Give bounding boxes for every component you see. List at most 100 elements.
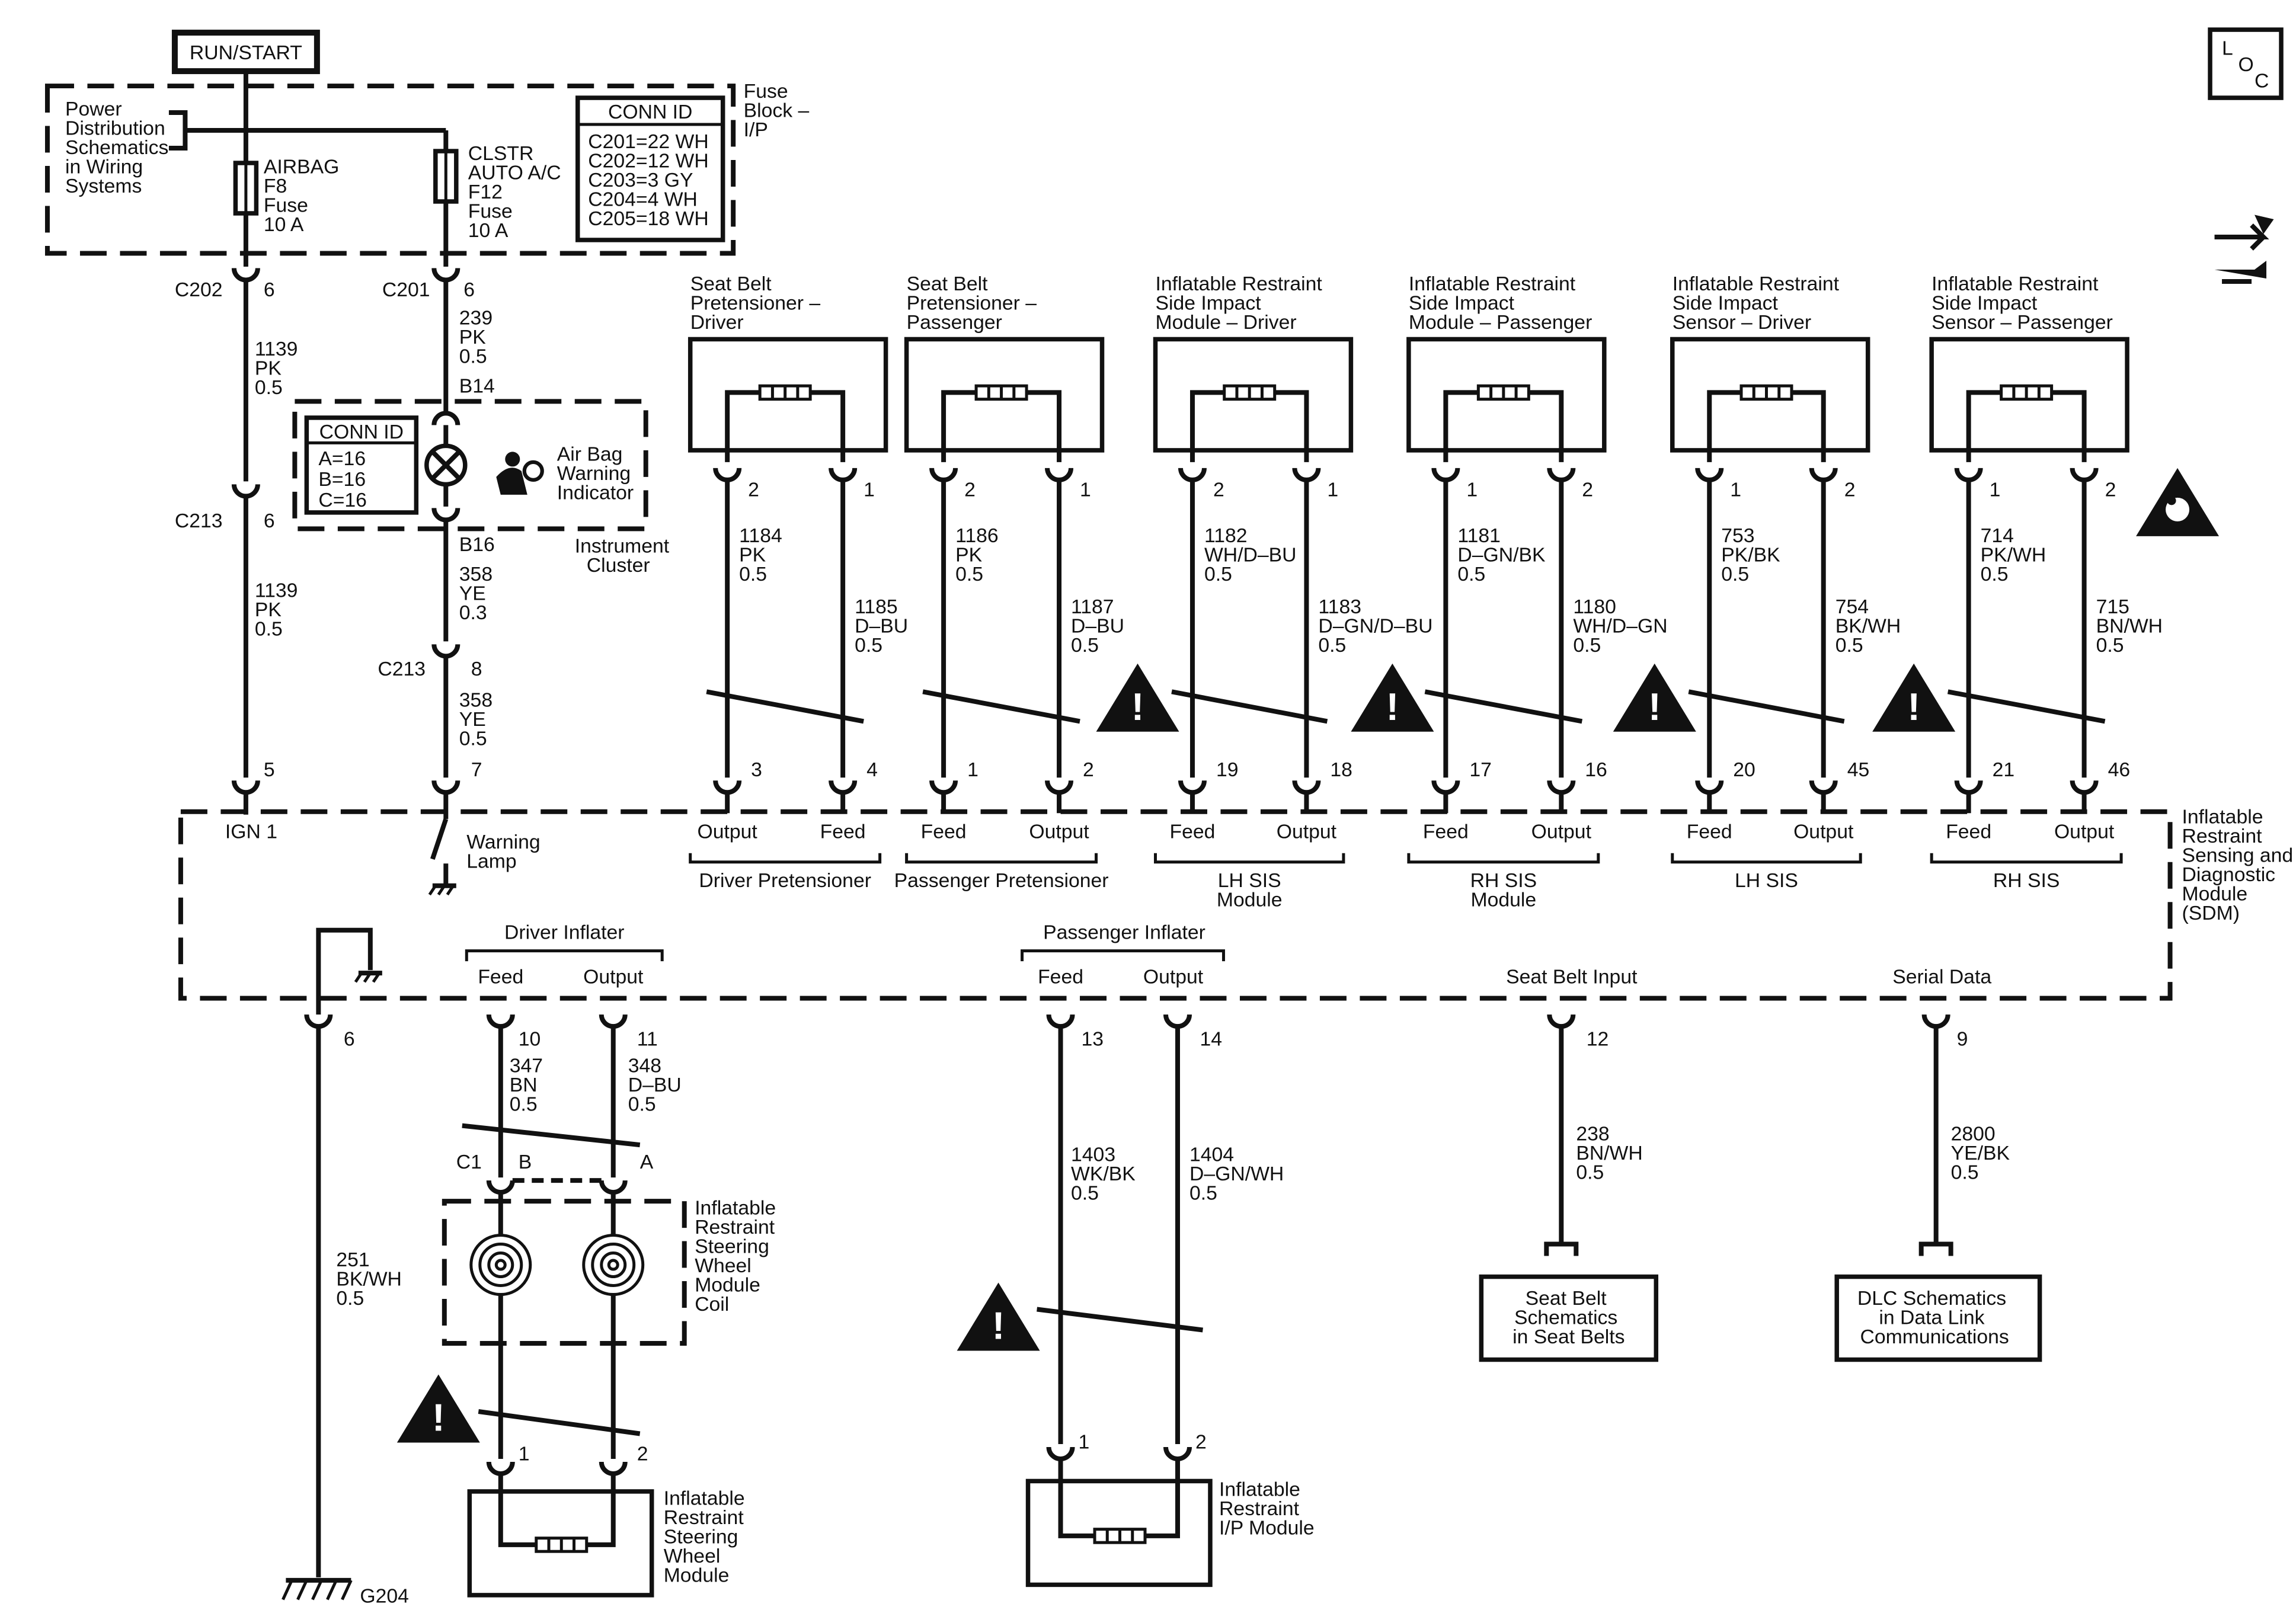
- svg-text:Feed: Feed: [1946, 821, 1991, 843]
- sdm-group-label: LH SIS: [1735, 869, 1798, 892]
- fuse-block-label: Fuse Block – I/P: [744, 80, 815, 141]
- wire-348: 348 D–BU 0.5: [628, 1055, 687, 1116]
- svg-text:1: 1: [1080, 478, 1091, 501]
- fuse-block: Power Distribution Schematics in Wiring …: [44, 80, 815, 256]
- warning-icon: [1096, 663, 1179, 732]
- svg-text:B: B: [519, 1151, 532, 1173]
- svg-text:C204=4 WH: C204=4 WH: [588, 188, 698, 211]
- driver-inflater-group: Driver Inflater Feed Output: [465, 921, 664, 988]
- c213-label-a: C213: [175, 510, 223, 532]
- svg-text:1: 1: [519, 1442, 530, 1465]
- svg-text:C205=18 WH: C205=18 WH: [588, 207, 708, 230]
- svg-text:1: 1: [1327, 478, 1338, 501]
- svg-text:O: O: [2239, 53, 2254, 76]
- airbag-fuse: AIRBAG F8 Fuse 10 A: [233, 156, 339, 236]
- svg-text:18: 18: [1330, 758, 1352, 781]
- svg-text:2: 2: [1582, 478, 1593, 501]
- svg-text:19: 19: [1216, 758, 1239, 781]
- svg-text:C: C: [2255, 70, 2269, 92]
- svg-text:Output: Output: [1793, 821, 1854, 843]
- svg-text:21: 21: [1993, 758, 2015, 781]
- svg-text:Output: Output: [1531, 821, 1592, 843]
- svg-text:2: 2: [964, 478, 976, 501]
- svg-text:20: 20: [1733, 758, 1755, 781]
- svg-text:46: 46: [2108, 758, 2131, 781]
- svg-text:2: 2: [748, 478, 759, 501]
- svg-text:Feed: Feed: [1038, 966, 1083, 988]
- loc-icon[interactable]: L O C: [2208, 27, 2284, 100]
- seat-belt-input-label: Seat Belt Input: [1506, 966, 1638, 988]
- svg-text:13: 13: [1082, 1028, 1104, 1051]
- c201-label: C201: [382, 279, 430, 301]
- svg-text:6: 6: [264, 279, 275, 301]
- svg-text:2: 2: [1195, 1430, 1207, 1453]
- g204-ground-symbol: G204: [282, 1577, 409, 1607]
- svg-text:12: 12: [1587, 1028, 1609, 1051]
- svg-text:1: 1: [1730, 478, 1741, 501]
- svg-text:2: 2: [637, 1442, 648, 1465]
- svg-text:2: 2: [1083, 758, 1094, 781]
- coil-label: Inflatable Restraint Steering Wheel Modu…: [695, 1197, 781, 1315]
- wire-239: 239 PK 0.5: [459, 306, 498, 367]
- svg-text:C1: C1: [456, 1151, 482, 1173]
- warning-lamp-bulb: [424, 443, 468, 487]
- svg-text:C201=22 WH: C201=22 WH: [588, 130, 708, 153]
- wire-358-upper: 358 YE 0.3: [459, 563, 498, 624]
- svg-text:8: 8: [471, 658, 482, 680]
- svg-text:Feed: Feed: [820, 821, 866, 843]
- seat-belt-schematics-box[interactable]: Seat Belt Schematics in Seat Belts: [1479, 1274, 1659, 1362]
- wire-1139-upper: 1139 PK 0.5: [255, 338, 303, 399]
- wire-251: 251 BK/WH 0.5: [336, 1249, 407, 1310]
- svg-text:C203=3 GY: C203=3 GY: [588, 169, 693, 191]
- wire-1403: 1403 WK/BK 0.5: [1071, 1144, 1141, 1205]
- svg-text:5: 5: [264, 758, 275, 781]
- warning-icon: [1613, 663, 1696, 732]
- svg-text:1: 1: [1466, 478, 1478, 501]
- svg-text:Output: Output: [1277, 821, 1337, 843]
- clockspring-coil-right: [582, 1234, 645, 1297]
- svg-text:6: 6: [264, 510, 275, 532]
- svg-text:Output: Output: [1143, 966, 1204, 988]
- svg-text:45: 45: [1847, 758, 1870, 781]
- airbag-warning-indicator-label: Air Bag Warning Indicator: [557, 443, 637, 504]
- svg-text:7: 7: [471, 758, 482, 781]
- warning-lamp-switch: [428, 818, 456, 896]
- run-start-box: RUN/START: [171, 30, 320, 75]
- svg-text:11: 11: [637, 1028, 658, 1051]
- svg-text:2: 2: [1844, 478, 1856, 501]
- svg-text:17: 17: [1469, 758, 1492, 781]
- power-distribution-label: Power Distribution Schematics in Wiring …: [65, 98, 174, 197]
- svg-text:Feed: Feed: [1687, 821, 1732, 843]
- clockspring-coil-left: [469, 1234, 532, 1297]
- svg-text:2: 2: [1213, 478, 1224, 501]
- svg-text:A=16: A=16: [318, 447, 366, 470]
- wire-2800: 2800 YE/BK 0.5: [1951, 1123, 2016, 1184]
- svg-text:1: 1: [864, 478, 875, 501]
- dlc-schematics-box[interactable]: DLC Schematics in Data Link Communicatio…: [1834, 1274, 2042, 1362]
- svg-text:CONN ID: CONN ID: [319, 421, 404, 443]
- sdm-group-label: Passenger Pretensioner: [894, 869, 1109, 892]
- svg-text:L: L: [2222, 37, 2233, 60]
- c202-label: C202: [175, 279, 223, 301]
- sdm-module: Inflatable Restraint Sensing and Diagnos…: [178, 806, 2293, 1001]
- warning-icon: [1872, 663, 1956, 732]
- svg-text:3: 3: [751, 758, 762, 781]
- sdm-group-label: Driver Pretensioner: [699, 869, 871, 892]
- wire-238: 238 BN/WH 0.5: [1576, 1123, 1648, 1184]
- svg-text:Feed: Feed: [1423, 821, 1469, 843]
